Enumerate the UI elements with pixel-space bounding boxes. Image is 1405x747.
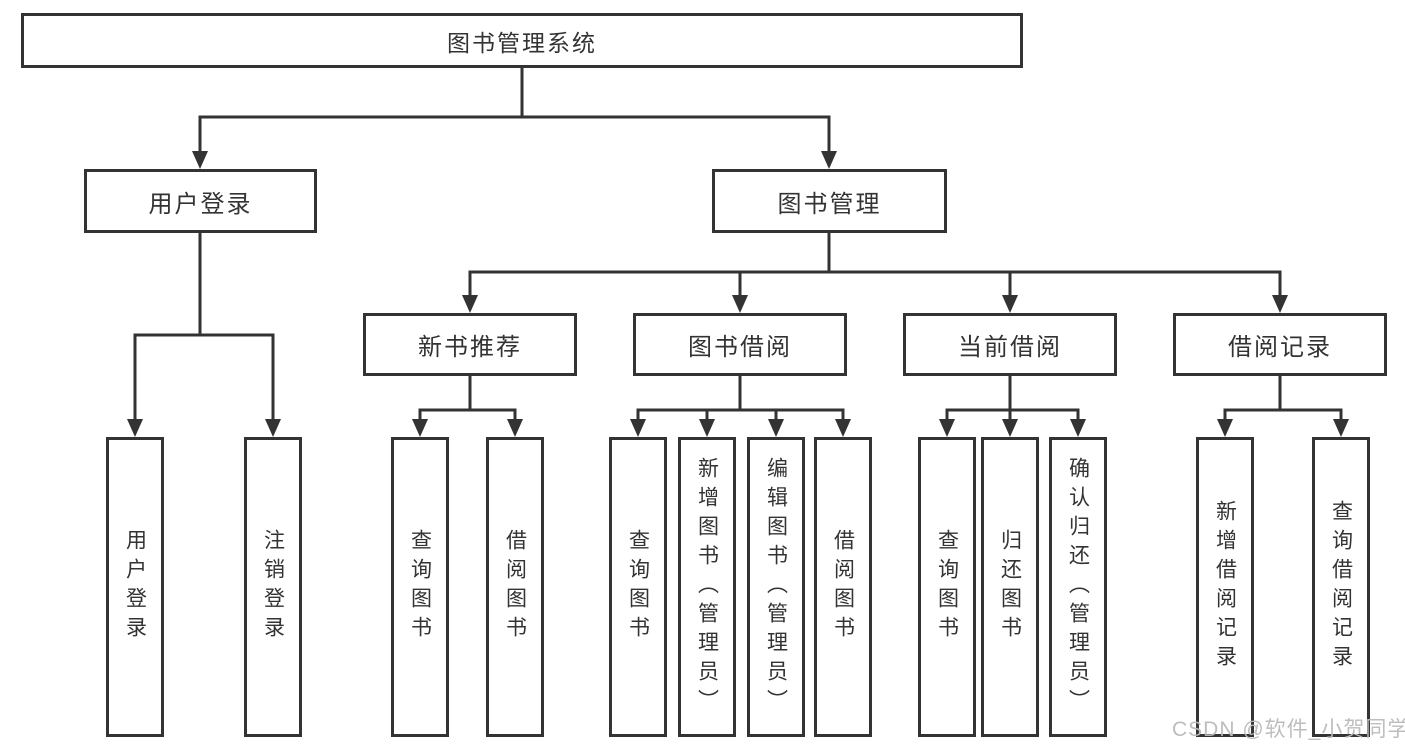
leaf-label: 查询图书	[935, 529, 959, 645]
connector-book-borrow-to-leaves	[636, 376, 845, 421]
leaf-label: 借阅图书	[831, 529, 855, 645]
arrowhead	[768, 419, 784, 437]
leaf-query-books-current: 查询图书	[918, 437, 976, 737]
leaf-edit-books-admin: 编辑图书（管理员）	[747, 437, 805, 737]
node-book-management: 图书管理	[712, 169, 947, 233]
connector-book-management-to-level3	[468, 233, 1282, 297]
leaf-label: 查询图书	[408, 529, 432, 645]
arrowhead	[1217, 419, 1233, 437]
node-user-login: 用户登录	[84, 169, 317, 233]
arrowhead	[835, 419, 851, 437]
leaf-label: 借阅图书	[503, 529, 527, 645]
leaf-label: 归还图书	[998, 529, 1022, 645]
csdn-watermark: CSDN @软件_小贺同学	[1172, 718, 1405, 741]
connector-borrow-records-to-leaves	[1223, 376, 1343, 421]
arrowhead	[699, 419, 715, 437]
leaf-borrow-books-recommend: 借阅图书	[486, 437, 544, 737]
arrowhead	[1333, 419, 1349, 437]
leaf-logout: 注销登录	[244, 437, 302, 737]
arrowhead	[1070, 419, 1086, 437]
leaf-label: 查询图书	[626, 529, 650, 645]
leaf-add-books-admin: 新增图书（管理员）	[678, 437, 736, 737]
leaf-label: 注销登录	[261, 529, 285, 645]
arrowhead	[1002, 295, 1018, 313]
leaf-borrow-books: 借阅图书	[814, 437, 872, 737]
arrowhead	[192, 151, 208, 169]
arrowhead	[821, 151, 837, 169]
leaf-label: 编辑图书（管理员）	[764, 456, 788, 718]
leaf-add-borrow-record: 新增借阅记录	[1196, 437, 1254, 737]
leaf-user-login: 用户登录	[106, 437, 164, 737]
leaf-query-borrow-record: 查询借阅记录	[1312, 437, 1370, 737]
connector-current-borrow-to-leaves	[945, 376, 1080, 421]
node-library-management-system: 图书管理系统	[21, 13, 1023, 68]
connector-user-login-to-leaves	[133, 233, 275, 421]
arrowhead	[630, 419, 646, 437]
leaf-label: 用户登录	[123, 529, 147, 645]
leaf-label: 确认归还（管理员）	[1066, 456, 1090, 718]
leaf-return-books: 归还图书	[981, 437, 1039, 737]
leaf-query-books-recommend: 查询图书	[391, 437, 449, 737]
connector-new-book-to-leaves	[418, 376, 517, 421]
arrowhead	[1002, 419, 1018, 437]
arrowhead	[412, 419, 428, 437]
leaf-label: 新增借阅记录	[1213, 500, 1237, 674]
arrowhead	[732, 295, 748, 313]
node-book-borrow: 图书借阅	[633, 313, 847, 376]
connector-root-to-level2	[198, 68, 831, 153]
arrowhead	[127, 419, 143, 437]
node-current-borrow: 当前借阅	[903, 313, 1117, 376]
leaf-label: 新增图书（管理员）	[695, 456, 719, 718]
arrowhead	[462, 295, 478, 313]
leaf-query-books-borrow: 查询图书	[609, 437, 667, 737]
arrowhead	[507, 419, 523, 437]
leaf-label: 查询借阅记录	[1329, 500, 1353, 674]
arrowhead	[939, 419, 955, 437]
node-borrow-records: 借阅记录	[1173, 313, 1387, 376]
node-new-book-recommend: 新书推荐	[363, 313, 577, 376]
arrowhead	[1272, 295, 1288, 313]
leaf-confirm-return-admin: 确认归还（管理员）	[1049, 437, 1107, 737]
arrowhead	[265, 419, 281, 437]
